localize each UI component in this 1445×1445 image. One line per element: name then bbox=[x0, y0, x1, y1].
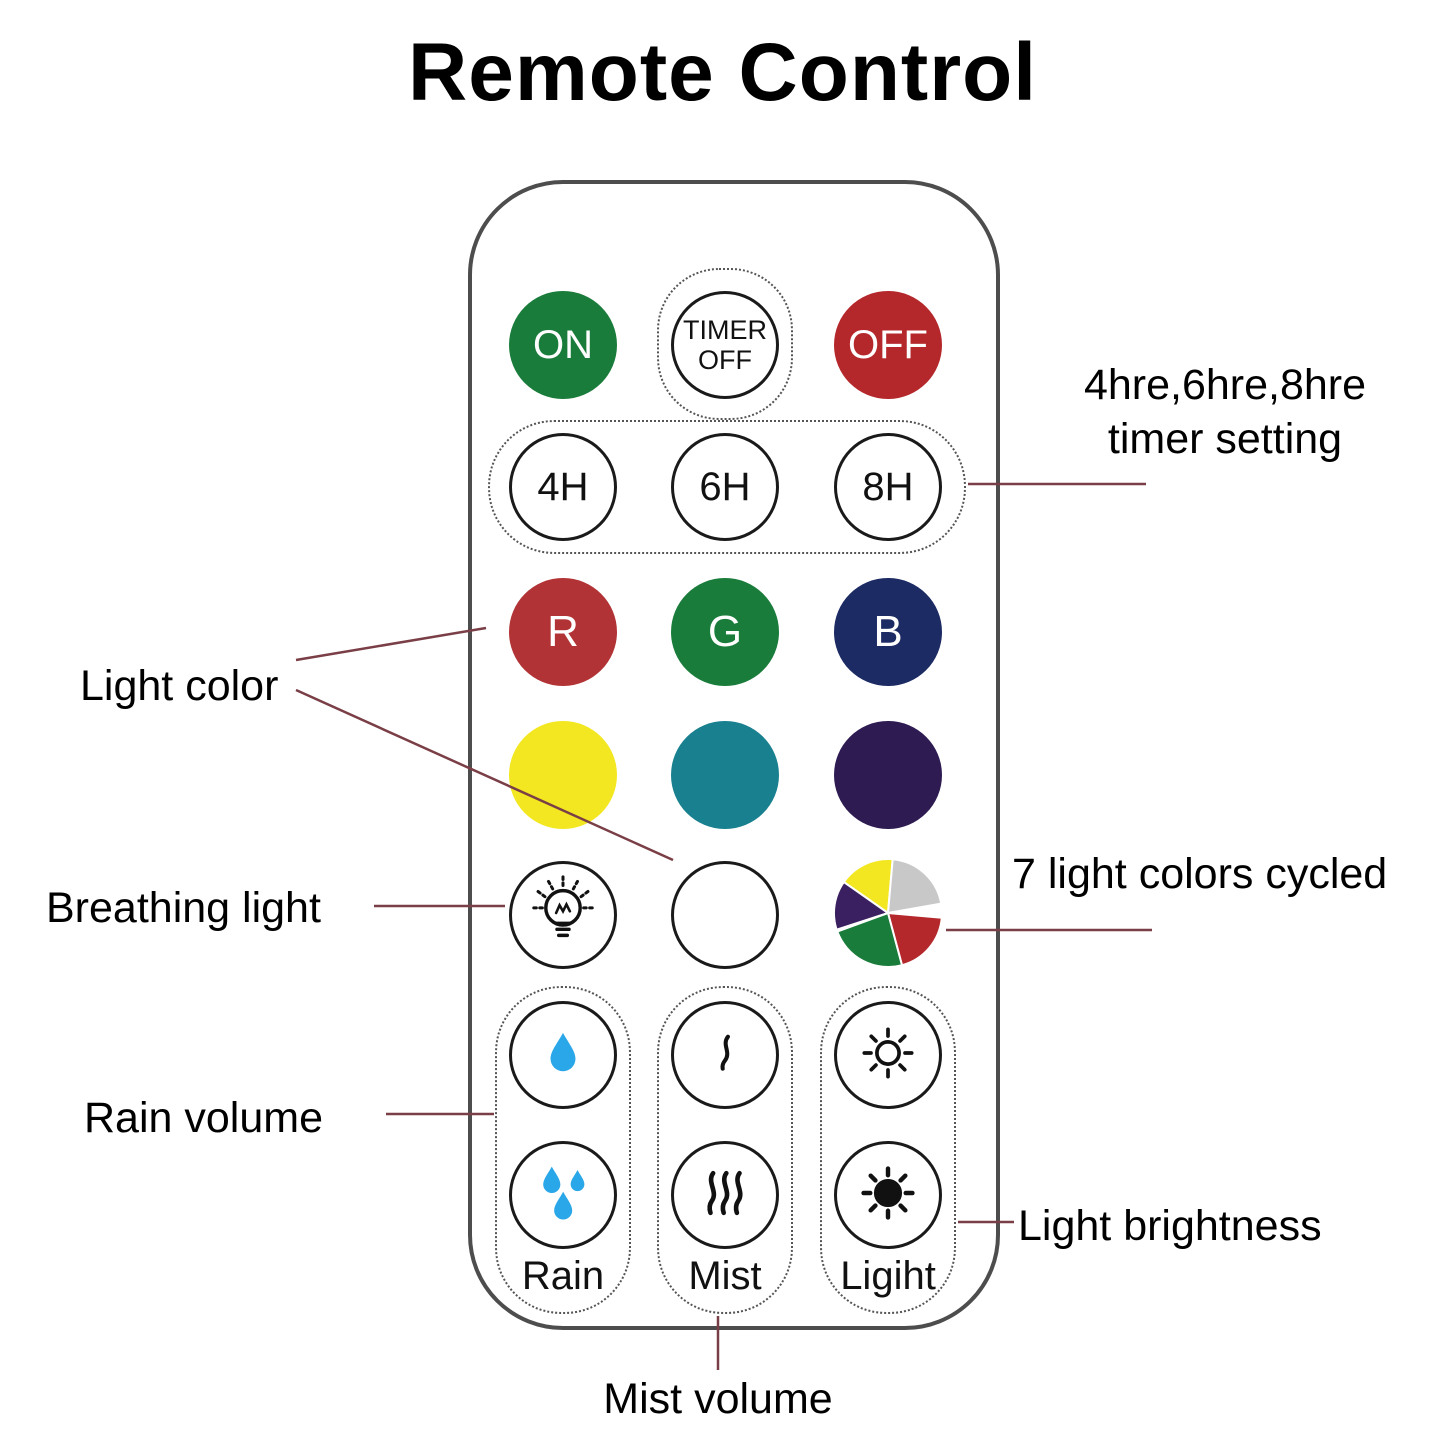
blue-light-button[interactable]: B bbox=[834, 578, 942, 686]
green-light-label: G bbox=[707, 607, 743, 656]
timer-hours-outline bbox=[488, 420, 966, 554]
sun-filled-icon bbox=[851, 1156, 925, 1235]
light-color-callout: Light color bbox=[80, 662, 279, 710]
timer-setting-callout-line2: timer setting bbox=[1107, 415, 1343, 463]
sun-outline-icon bbox=[851, 1016, 925, 1095]
yellow-light-button[interactable] bbox=[509, 721, 617, 829]
brightness-low-button[interactable] bbox=[834, 1001, 942, 1109]
timer-off-button[interactable]: TIMER OFF bbox=[671, 291, 779, 399]
timer-off-label-line1: TIMER bbox=[683, 315, 767, 345]
green-light-button[interactable]: G bbox=[671, 578, 779, 686]
timer-8h-label: 8H bbox=[862, 464, 914, 509]
mist-waves-icon bbox=[692, 1160, 758, 1231]
water-drop-icon bbox=[539, 1029, 587, 1082]
mist-volume-callout: Mist volume bbox=[603, 1375, 833, 1423]
breathing-light-callout: Breathing light bbox=[46, 884, 321, 932]
red-light-label: R bbox=[547, 607, 579, 656]
mist-column-label: Mist bbox=[688, 1254, 762, 1298]
brightness-high-button[interactable] bbox=[834, 1141, 942, 1249]
off-button-label: OFF bbox=[848, 322, 928, 367]
light-color-line-a bbox=[295, 626, 487, 662]
color-wheel-icon bbox=[832, 857, 943, 972]
timer-4h-label: 4H bbox=[537, 464, 589, 509]
rain-column-label: Rain bbox=[521, 1254, 605, 1298]
teal-light-button[interactable] bbox=[671, 721, 779, 829]
breathing-light-button[interactable] bbox=[509, 861, 617, 969]
light-brightness-callout: Light brightness bbox=[1018, 1202, 1322, 1250]
mist-column-outline bbox=[657, 986, 793, 1314]
rain-volume-callout: Rain volume bbox=[84, 1094, 323, 1142]
page-title: Remote Control bbox=[408, 27, 1037, 118]
purple-light-button[interactable] bbox=[834, 721, 942, 829]
timer-off-label-line2: OFF bbox=[698, 345, 752, 375]
timer-4h-button[interactable]: 4H bbox=[509, 433, 617, 541]
rain-high-button[interactable] bbox=[509, 1141, 617, 1249]
mist-high-button[interactable] bbox=[671, 1141, 779, 1249]
off-button[interactable]: OFF bbox=[834, 291, 942, 399]
white-light-button[interactable] bbox=[671, 861, 779, 969]
color-cycle-button[interactable] bbox=[832, 857, 943, 972]
seven-colors-callout: 7 light colors cycled bbox=[1012, 850, 1388, 898]
timer-8h-button[interactable]: 8H bbox=[834, 433, 942, 541]
on-button-label: ON bbox=[533, 322, 593, 367]
timer-6h-label: 6H bbox=[699, 464, 751, 509]
rain-column-outline bbox=[495, 986, 631, 1314]
water-drops-icon bbox=[530, 1160, 596, 1231]
light-column-outline bbox=[820, 986, 956, 1314]
timer-setting-callout-line1: 4hre,6hre,8hre bbox=[1083, 361, 1367, 409]
light-column-label: Ligiht bbox=[840, 1254, 936, 1298]
red-light-button[interactable]: R bbox=[509, 578, 617, 686]
on-button[interactable]: ON bbox=[509, 291, 617, 399]
timer-setting-callout: 4hre,6hre,8hre timer setting bbox=[1040, 358, 1410, 466]
timer-off-outline bbox=[657, 268, 793, 420]
timer-6h-button[interactable]: 6H bbox=[671, 433, 779, 541]
blue-light-label: B bbox=[873, 607, 903, 656]
rain-low-button[interactable] bbox=[509, 1001, 617, 1109]
mist-wave-icon bbox=[696, 1024, 754, 1087]
mist-low-button[interactable] bbox=[671, 1001, 779, 1109]
bulb-icon bbox=[520, 870, 606, 961]
